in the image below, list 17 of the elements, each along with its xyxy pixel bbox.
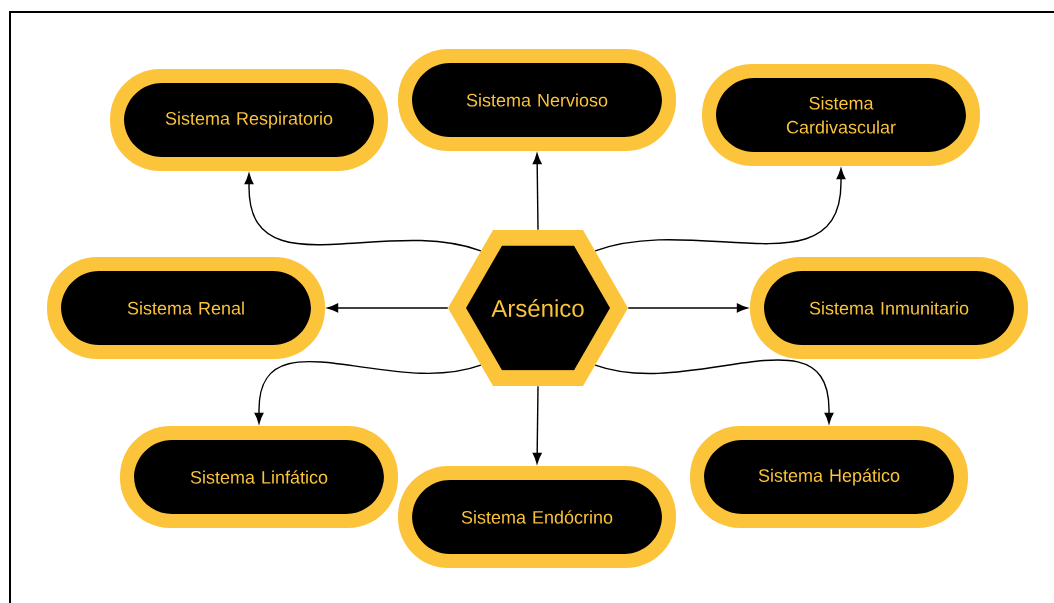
- arrow: [594, 168, 846, 252]
- pill-node: Sistema Respiratorio: [110, 69, 388, 171]
- arrow: [244, 173, 482, 252]
- arrow: [627, 303, 748, 313]
- pill-node: Sistema Inmunitario: [750, 257, 1028, 359]
- arrow: [254, 361, 482, 424]
- pill-node: Sistema Hepático: [690, 426, 968, 528]
- arrow: [532, 385, 542, 464]
- pill-node: Sistema Linfático: [120, 426, 398, 528]
- pill-node: Sistema Cardivascular: [702, 64, 980, 166]
- pill-node: Sistema Endócrino: [398, 466, 676, 568]
- pill-node: Sistema Nervioso: [398, 49, 676, 151]
- hexagon-node: Arsénico: [448, 230, 628, 386]
- arrow: [594, 359, 834, 424]
- arrow: [532, 153, 542, 231]
- arrow: [327, 303, 449, 313]
- pill-node: Sistema Renal: [47, 257, 325, 359]
